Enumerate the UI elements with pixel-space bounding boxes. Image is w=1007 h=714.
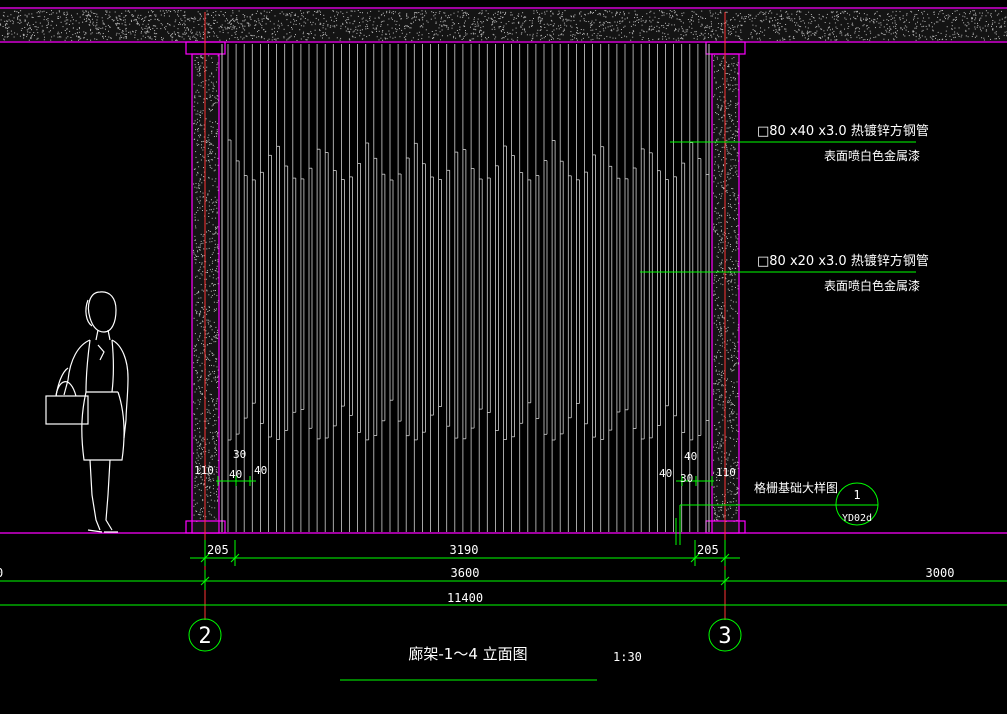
top-beam (0, 7, 1007, 43)
dim-right-40b: 40 (684, 450, 697, 463)
callout-leaders (640, 141, 916, 545)
left-column-hatch (193, 55, 219, 522)
human-figure (45, 291, 129, 533)
dim-right-110: 110 (716, 466, 736, 479)
right-column-hatch (713, 55, 739, 522)
dim-left-40a: 40 (229, 468, 242, 481)
drawing-title: 廊架-1～4 立面图 (408, 645, 527, 663)
dim-row2-left-edge: 0 (0, 566, 3, 580)
dim-row1-middle: 3190 (450, 543, 479, 557)
axis-label-3: 3 (718, 624, 731, 649)
callout-1-line2: 表面喷白色金属漆 (824, 148, 920, 163)
callout-2-line1: □80 x20 x3.0 热镀锌方钢管 (757, 253, 929, 269)
callout-1-line1: □80 x40 x3.0 热镀锌方钢管 (757, 123, 929, 139)
axis-label-2: 2 (198, 624, 211, 649)
drawing-scale: 1:30 (613, 650, 642, 664)
dim-left-40b: 40 (254, 464, 267, 477)
dim-row2-right: 3000 (926, 566, 955, 580)
detail-label: 格栅基础大样图 (754, 480, 838, 495)
beam-hatch (0, 10, 1007, 41)
dim-right-40a: 40 (659, 467, 672, 480)
dimension-chains (0, 540, 1007, 606)
detail-sheet: YD02d (842, 513, 872, 524)
dim-row1-right: 205 (697, 543, 719, 557)
detail-bubble: 1 YD02d (835, 482, 879, 526)
dim-row1-left: 205 (207, 543, 229, 557)
dim-left-110: 110 (194, 464, 214, 477)
small-dimensions (216, 476, 714, 486)
dim-row3-total: 11400 (447, 591, 483, 605)
axis-bubble-2: 2 (188, 618, 222, 652)
detail-number: 1 (853, 488, 860, 502)
dim-row2-span: 3600 (451, 566, 480, 580)
dim-left-30: 30 (233, 448, 246, 461)
dim-right-30: 30 (680, 472, 693, 485)
steel-grille (221, 44, 710, 532)
axis-bubble-3: 3 (708, 618, 742, 652)
callout-2-line2: 表面喷白色金属漆 (824, 278, 920, 293)
